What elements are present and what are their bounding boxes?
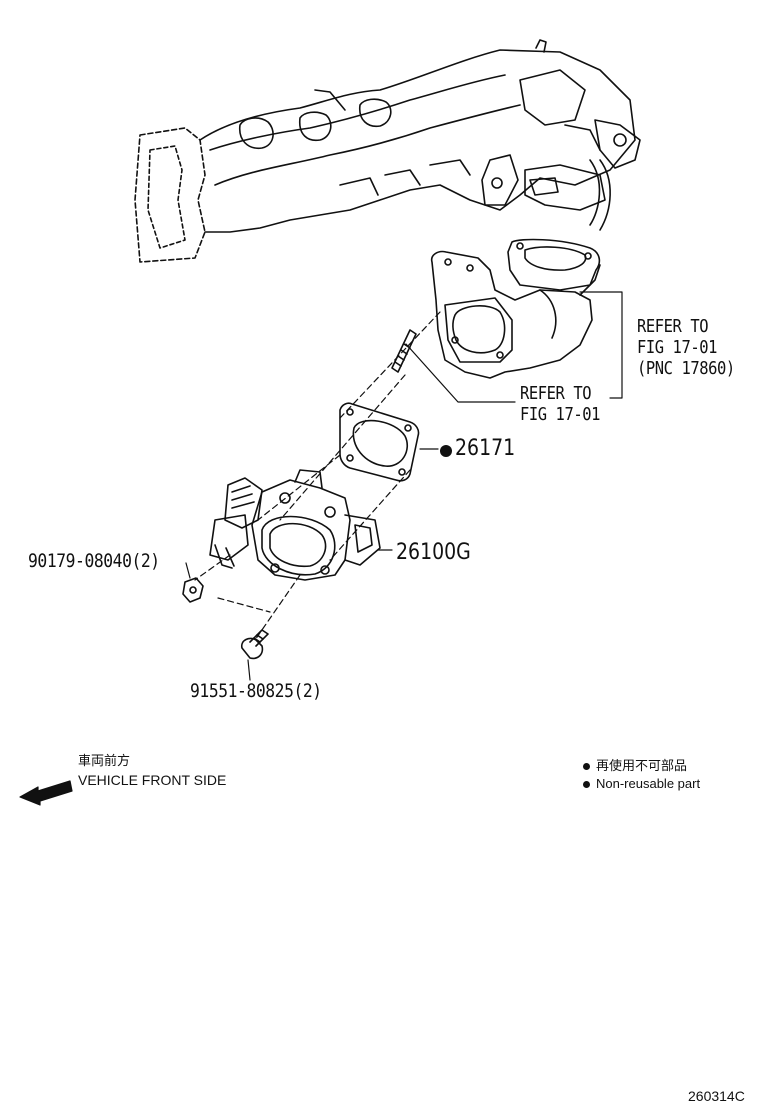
bolt-illustration — [240, 629, 269, 660]
intake-manifold-illustration — [134, 39, 641, 263]
gasket-part-number-text: 26171 — [455, 436, 516, 461]
gasket-illustration — [339, 402, 420, 482]
nut-illustration — [182, 577, 204, 603]
illustration-code: 260314C — [688, 1088, 745, 1104]
legend-dot-icon — [583, 763, 590, 771]
bolt-part-number: 91551-80825(2) — [190, 680, 322, 702]
refer-fig-lower-label: REFER TO FIG 17-01 — [520, 385, 600, 424]
leader-lines — [185, 291, 623, 681]
refer-fig-upper-line1: REFER TO — [637, 316, 709, 337]
intake-adapter-illustration — [430, 238, 601, 379]
vehicle-front-jp: 車両前方 — [78, 753, 131, 768]
refer-fig-lower-line1: REFER TO — [520, 383, 592, 404]
non-reusable-dot-icon — [440, 444, 452, 457]
vehicle-front-en: VEHICLE FRONT SIDE — [78, 772, 227, 788]
legend-jp-text: 再使用不可部品 — [596, 758, 688, 773]
throttle-body-illustration — [209, 469, 381, 581]
refer-fig-lower-line2: FIG 17-01 — [520, 404, 601, 425]
vehicle-front-arrow-icon — [19, 780, 73, 806]
legend-jp: 再使用不可部品 — [583, 759, 687, 772]
legend-en-text: Non-reusable part — [596, 776, 701, 791]
throttle-body-part-number: 26100G — [396, 540, 471, 565]
assembly-dashed-lines — [194, 311, 441, 641]
refer-fig-upper-line2: FIG 17-01 — [637, 337, 718, 358]
refer-fig-upper-label: REFER TO FIG 17-01 (PNC 17860) — [637, 318, 735, 378]
refer-fig-upper-line3: (PNC 17860) — [637, 358, 735, 379]
legend-en: Non-reusable part — [583, 777, 700, 790]
stud-illustration — [391, 329, 417, 373]
legend-dot-icon — [583, 781, 590, 789]
nut-part-number: 90179-08040(2) — [28, 550, 160, 572]
gasket-part-number: 26171 — [440, 438, 525, 460]
